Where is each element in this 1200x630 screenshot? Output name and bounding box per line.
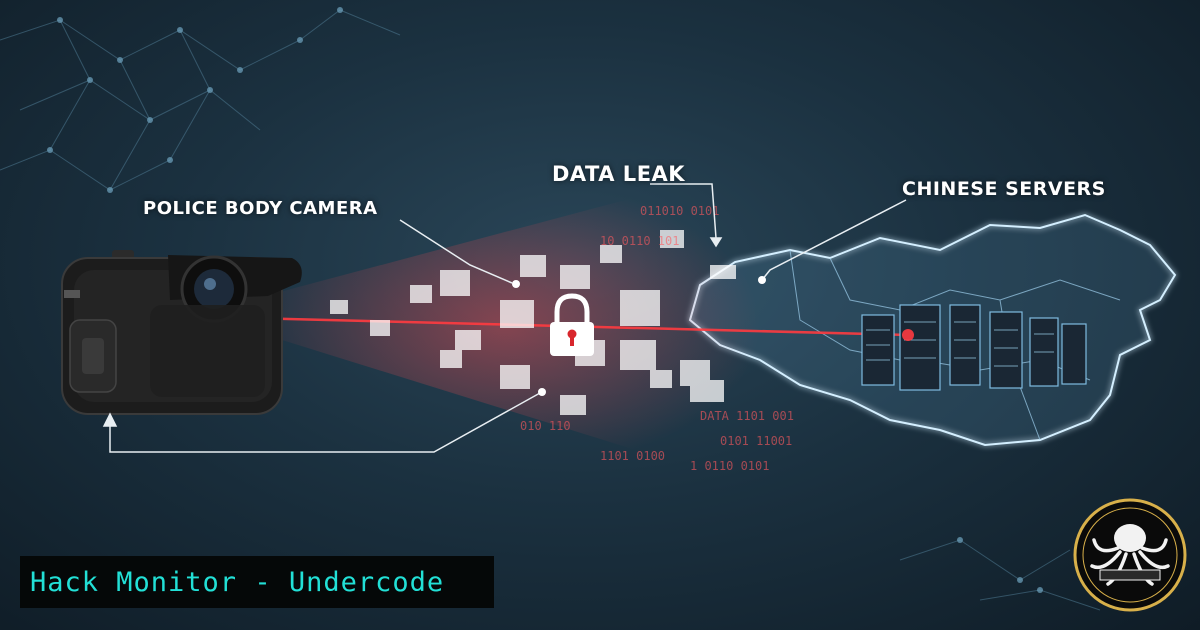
brand-banner: Hack Monitor - Undercode (20, 556, 494, 608)
svg-text:010 110: 010 110 (520, 419, 571, 433)
svg-text:011010 0101: 011010 0101 (640, 204, 719, 218)
callout-chinese-servers: CHINESE SERVERS (902, 178, 1106, 200)
callout-data-leak: DATA LEAK (552, 162, 686, 186)
svg-text:0101 11001: 0101 11001 (720, 434, 792, 448)
svg-text:1101 0100: 1101 0100 (600, 449, 665, 463)
svg-text:1 0110 0101: 1 0110 0101 (690, 459, 769, 473)
svg-text:DATA 1101 001: DATA 1101 001 (700, 409, 794, 423)
svg-text:10 0110 101: 10 0110 101 (600, 234, 679, 248)
brand-banner-text: Hack Monitor - Undercode (30, 566, 445, 598)
callout-police-body-camera: POLICE BODY CAMERA (143, 198, 378, 219)
